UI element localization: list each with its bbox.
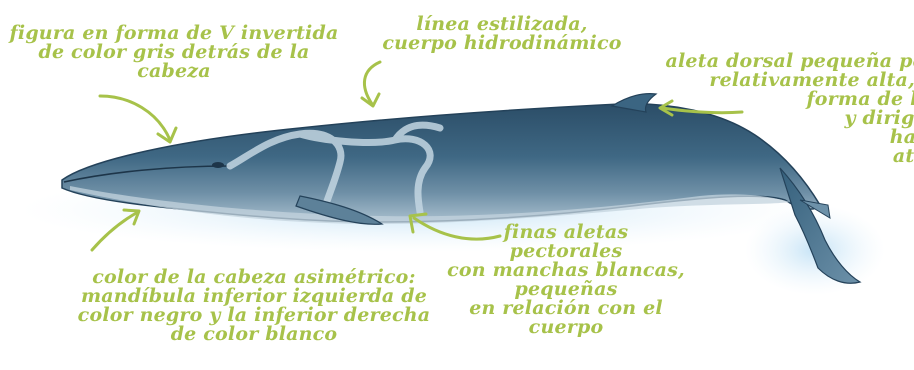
arrow-head-color (90, 210, 140, 252)
arrow-streamlined (363, 60, 382, 106)
chevron-pattern (226, 121, 444, 216)
arrow-head-color-head (122, 208, 141, 226)
tail-fluke (779, 167, 862, 284)
whale-belly (70, 186, 790, 224)
arrow-pectoral-head (408, 212, 428, 234)
annotation-pectoral-fins: finas aletas pectorales con manchas blan… (447, 221, 685, 338)
eye (212, 162, 224, 168)
arrow-v-shape-head (156, 126, 178, 144)
annotation-head-color: color de la cabeza asimétrico: mandíbula… (77, 266, 431, 345)
annotation-v-shape: figura en forma de V invertida de color … (9, 22, 339, 82)
arrow-streamlined-head (360, 92, 381, 108)
annotation-dorsal-fin: aleta dorsal pequeña pero relativamente … (665, 50, 914, 167)
mouth-line (63, 165, 231, 183)
dorsal-fin (610, 93, 658, 113)
arrow-v-shape (98, 94, 172, 142)
annotation-streamlined-body: línea estilizada, cuerpo hidrodinámico (382, 13, 622, 54)
tail-fluke-tip (799, 199, 831, 219)
arrow-dorsal (660, 106, 744, 115)
pectoral-fin (295, 195, 384, 225)
arrow-dorsal-head (658, 99, 674, 117)
arrow-pectoral (412, 216, 502, 241)
